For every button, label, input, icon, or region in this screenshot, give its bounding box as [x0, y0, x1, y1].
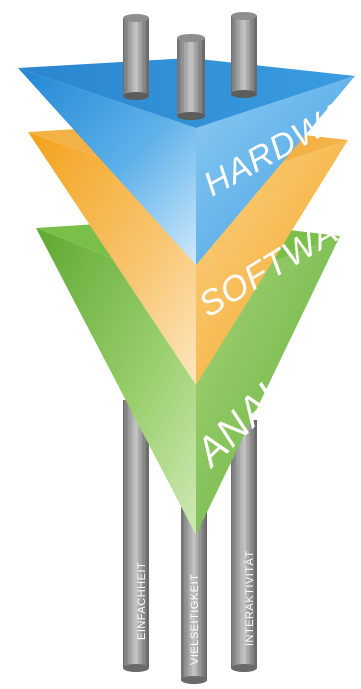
hardware-side-face — [196, 76, 355, 265]
pillar-right-lower — [231, 420, 257, 672]
hardware-front-face — [18, 68, 196, 265]
pillar-label-einfachheit: EINFACHHEIT — [136, 562, 148, 640]
pillar-label-interaktivitaet: INTERAKTIVITÄT — [244, 550, 256, 646]
pillar-label-vielseitigkeit: VIELSEITIGKEIT — [189, 574, 201, 665]
pillar-left-lower — [123, 400, 149, 672]
pillar-middle-upper — [177, 34, 205, 120]
pillar-left-upper — [123, 14, 149, 100]
pillar-right-upper — [231, 12, 257, 98]
